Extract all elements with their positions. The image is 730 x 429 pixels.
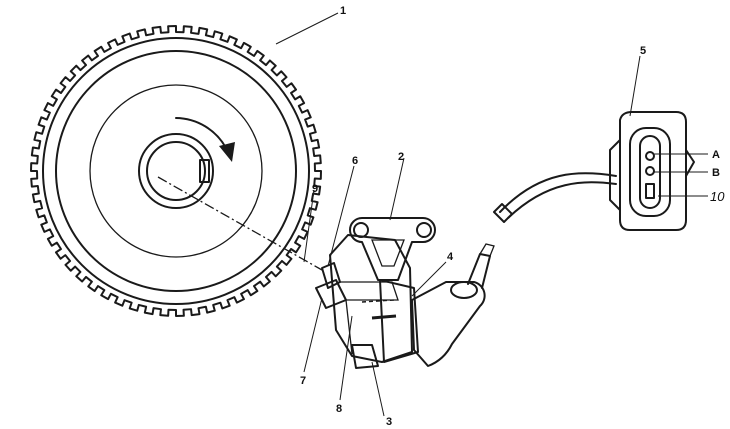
leader-lines	[275, 12, 708, 417]
crank-sensor	[315, 234, 495, 369]
rotation-arrow	[175, 117, 227, 149]
mounting-bracket	[349, 217, 436, 281]
label-4: 4	[447, 251, 454, 263]
wheel-rim-inner	[42, 37, 310, 305]
wheel-hub-ring	[89, 84, 263, 258]
harness-cable	[499, 172, 617, 213]
label-pin-b: B	[712, 167, 720, 179]
wiring-harness	[493, 111, 695, 231]
pin-b	[645, 166, 655, 176]
rotation-arrowhead	[219, 142, 235, 162]
wheel-bore	[146, 141, 206, 201]
label-7: 7	[300, 375, 306, 387]
label-2: 2	[398, 151, 404, 163]
pin-10	[645, 183, 655, 199]
reluctor-wheel	[30, 25, 323, 317]
label-6: 6	[352, 155, 358, 167]
sensor-terminal	[467, 253, 491, 289]
sensor-housing	[329, 234, 413, 363]
wheel-web-ring	[55, 50, 297, 292]
harness-connector	[619, 111, 687, 231]
label-8: 8	[336, 403, 342, 415]
wheel-keyway	[199, 159, 210, 183]
label-5: 5	[640, 45, 646, 57]
cable-end	[493, 203, 513, 223]
label-pin-a: A	[712, 149, 720, 161]
flange-bolt	[351, 344, 379, 369]
sensor-flange	[379, 279, 419, 363]
label-10: 10	[710, 189, 725, 204]
wheel-teeth	[30, 25, 322, 317]
label-3: 3	[386, 416, 392, 428]
label-9: 9	[312, 183, 318, 195]
callout-labels: 1 2 3 4 5 6 7 8 9 A B 10	[300, 5, 725, 428]
sensor-connector-body	[411, 281, 486, 367]
sensor-axis-line	[157, 176, 323, 271]
wheel-hub-outer	[138, 133, 214, 209]
label-1: 1	[340, 5, 346, 17]
pin-a	[645, 151, 655, 161]
